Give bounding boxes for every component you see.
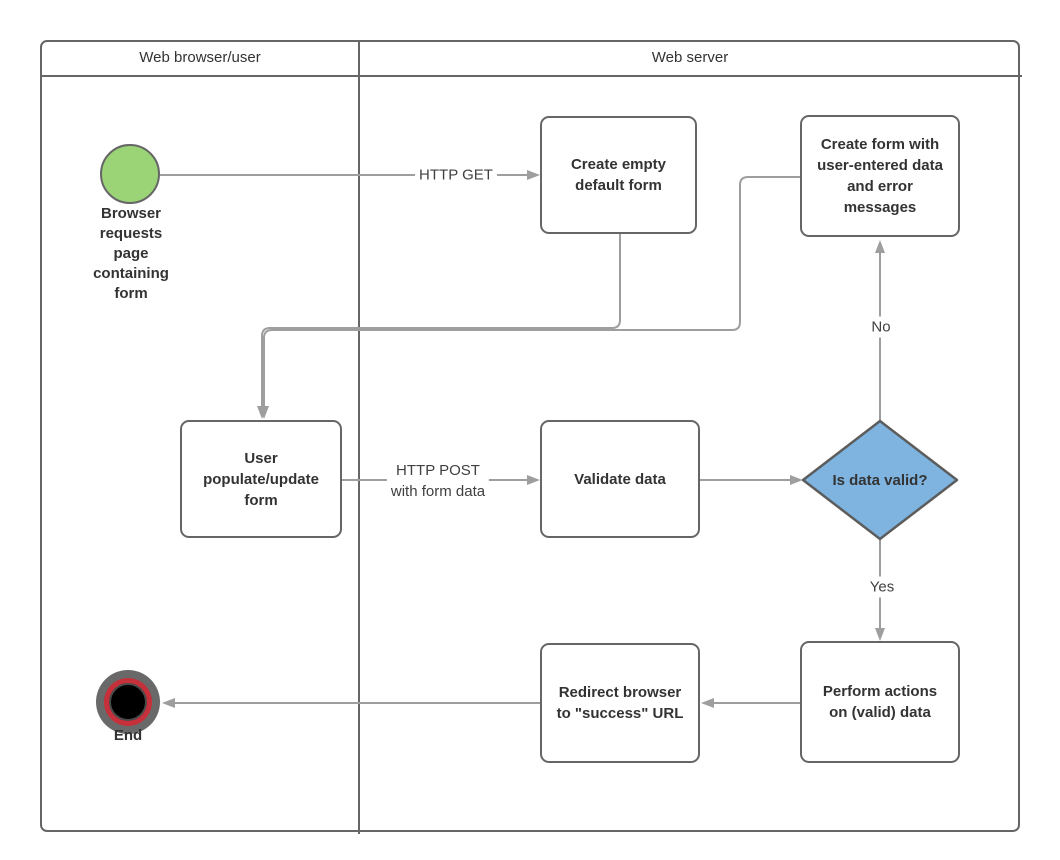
edge-label-http-get: HTTP GET [415, 164, 497, 186]
activity-validate-data[interactable]: Validate data [540, 420, 700, 538]
edge-label-http-post: HTTP POST with form data [386, 460, 490, 502]
decision-label: Is data valid? [832, 471, 928, 489]
start-node[interactable] [100, 144, 160, 204]
swimlane-header-separator [40, 75, 1022, 77]
activity-perform-actions[interactable]: Perform actions on (valid) data [800, 641, 960, 763]
end-node-label: End [113, 727, 143, 744]
start-node-label: Browser requests page containing form [93, 205, 169, 302]
activity-create-form-with-errors[interactable]: Create form with user-entered data and e… [800, 115, 960, 237]
swimlane-divider [358, 40, 360, 834]
edge-label-no: No [867, 316, 895, 338]
edge-label-yes: Yes [865, 576, 899, 598]
activity-user-populate-update-form[interactable]: User populate/update form [180, 420, 342, 538]
lane-title-web-browser-user[interactable]: Web browser/user [139, 49, 261, 66]
activity-redirect-browser[interactable]: Redirect browser to "success" URL [540, 643, 700, 763]
lane-title-web-server[interactable]: Web server [651, 49, 729, 66]
end-node[interactable] [96, 670, 160, 734]
end-node-core [109, 683, 147, 721]
end-node-red-ring [104, 678, 152, 726]
activity-create-empty-default-form[interactable]: Create empty default form [540, 116, 697, 234]
